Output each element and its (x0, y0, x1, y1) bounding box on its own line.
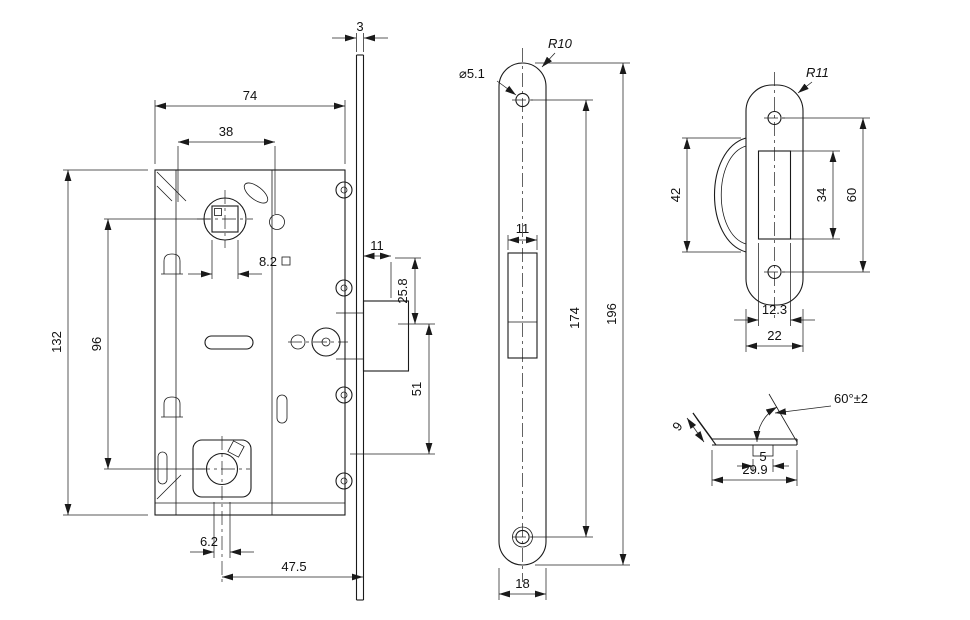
dim-bend-angle: 60°±2 (753, 391, 868, 443)
dim-label-196: 196 (604, 303, 619, 325)
dim-plate-thickness: 3 (332, 19, 388, 52)
mounting-clip-upper (161, 253, 183, 275)
dim-hole-diameter: ⌀5.1 (459, 66, 517, 96)
dim-cutout-width: 12.3 (734, 243, 815, 326)
dim-corner-radius-r11: R11 (797, 65, 829, 94)
dim-corner-radius-r10: R10 (541, 36, 573, 68)
dim-label-174: 174 (567, 307, 582, 329)
lock-case-outline (154, 169, 346, 516)
strike-cutout (757, 150, 792, 240)
dust-box (713, 137, 747, 253)
side-slot (276, 394, 288, 424)
faceplate-latch-slot (507, 252, 538, 359)
dim-centers-span: 96 (89, 218, 210, 470)
dim-label-47.5: 47.5 (281, 559, 306, 574)
dim-label-11-slot: 11 (516, 221, 530, 236)
center-slot (204, 327, 348, 357)
dim-tab-width: 5 (737, 449, 789, 472)
dim-spindle-inset: 38 (177, 124, 276, 214)
strike-bottom-hole (764, 264, 785, 280)
faceplate-outline (498, 62, 547, 566)
dim-latch-offset: 51 (350, 324, 435, 455)
dim-label-38: 38 (219, 124, 233, 139)
strike-plate-view: R11 42 34 60 12.3 (668, 65, 870, 352)
dim-label-29.9: 29.9 (742, 462, 767, 477)
strike-profile-view: 60°±2 9 5 29.9 (669, 391, 868, 486)
mounting-clip-lower (161, 396, 183, 418)
dim-body-height: 132 (49, 169, 148, 516)
dim-label-60: 60 (844, 188, 859, 202)
dim-hole-centers-60: 60 (782, 117, 870, 273)
dim-label-18: 18 (515, 576, 529, 591)
dim-label-r10: R10 (548, 36, 573, 51)
dim-label-r11: R11 (806, 65, 829, 80)
latch-bolt (336, 300, 410, 372)
dim-label-11-latch: 11 (370, 238, 384, 253)
faceplate-edge (355, 54, 365, 601)
dim-body-width: 74 (154, 88, 346, 164)
dim-label-9: 9 (669, 419, 685, 434)
dim-bottom-square: 6.2 (190, 502, 254, 558)
dim-label-25.8: 25.8 (395, 278, 410, 303)
square-section-symbol (281, 256, 291, 266)
dim-latch-height: 25.8 (395, 257, 435, 325)
dim-label-96: 96 (89, 337, 104, 351)
dim-slot-width: 11 (507, 221, 538, 250)
dim-flat-width: 29.9 (711, 450, 798, 486)
faceplate-top-hole (512, 92, 533, 108)
dim-strike-width: 22 (745, 309, 804, 352)
faceplate-bottom-hole (512, 526, 533, 548)
dim-cutout-height: 34 (791, 150, 840, 240)
dim-label-12.3: 12.3 (762, 302, 787, 317)
dim-label-74: 74 (243, 88, 257, 103)
faceplate-view: 11 ⌀5.1 R10 174 196 (459, 36, 630, 600)
dim-label-22: 22 (767, 328, 781, 343)
dim-label-8.2: 8.2 (259, 254, 277, 269)
dim-label-dia5.1: ⌀5.1 (459, 66, 485, 81)
bottom-follower-box (157, 436, 252, 586)
strike-top-hole (764, 110, 785, 126)
dim-label-6.2: 6.2 (200, 534, 218, 549)
dim-label-34: 34 (814, 188, 829, 202)
dim-label-3: 3 (356, 19, 363, 34)
dim-box-height: 42 (668, 137, 741, 253)
dim-total-length: 196 (535, 62, 630, 566)
dim-label-132: 132 (49, 331, 64, 353)
dim-hole-centers-174: 174 (531, 99, 593, 538)
dim-faceplate-width: 18 (498, 568, 547, 600)
spring-slot (243, 182, 285, 230)
dim-label-5: 5 (759, 449, 766, 464)
lock-body-view: 3 74 38 8.2 132 (49, 19, 435, 601)
profile-plate (692, 393, 798, 457)
dim-label-42: 42 (668, 188, 683, 202)
dim-spindle-square: 8.2 (188, 240, 291, 279)
screw-lugs (335, 181, 353, 490)
dim-backset: 47.5 (222, 559, 363, 581)
dim-label-51: 51 (409, 382, 424, 396)
dim-latch-depth: 11 (363, 238, 392, 298)
dim-label-60deg: 60°±2 (834, 391, 868, 406)
